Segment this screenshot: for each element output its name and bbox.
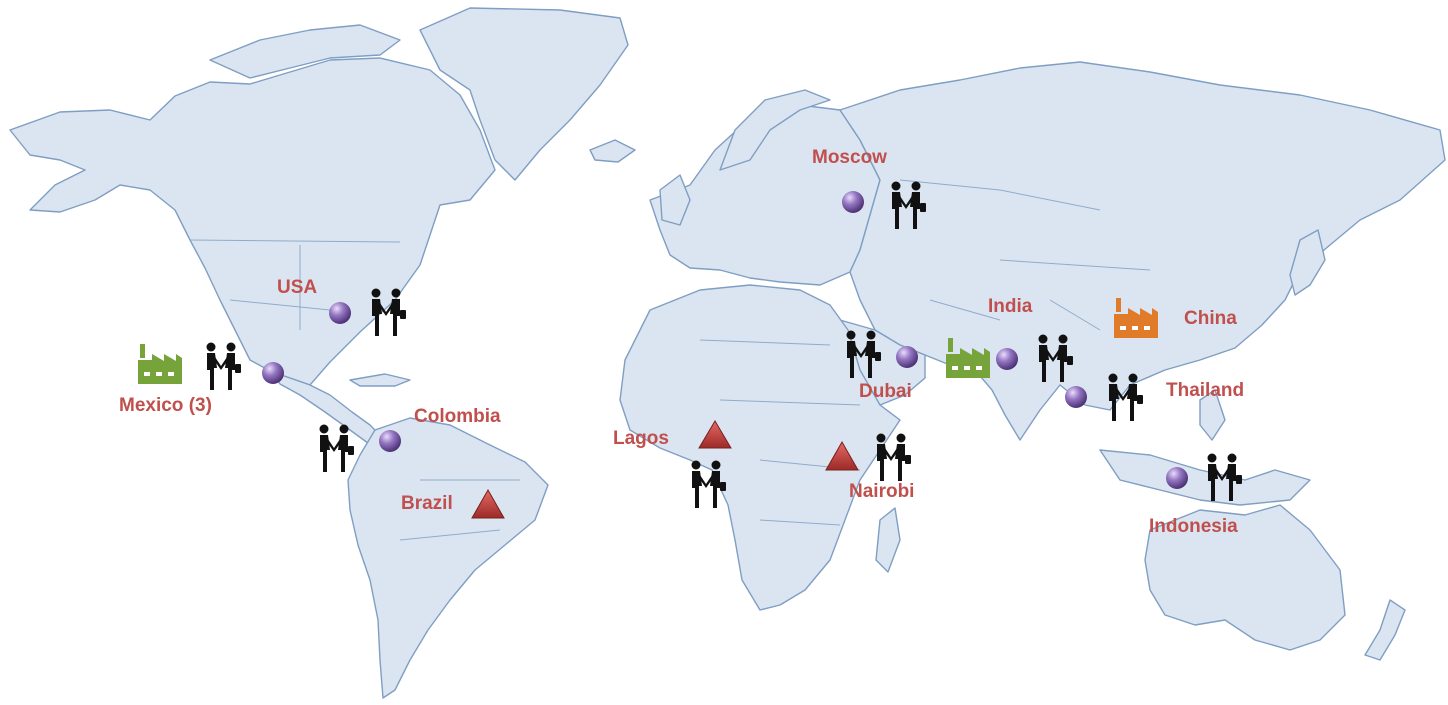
label-brazil: Brazil <box>401 493 453 514</box>
lagos-handshake-icon <box>691 460 726 508</box>
label-dubai: Dubai <box>859 381 912 402</box>
land-indonesia <box>1099 449 1311 506</box>
label-india: India <box>988 296 1033 317</box>
colombia-handshake-icon <box>319 424 354 472</box>
mexico-marker[interactable] <box>262 362 284 384</box>
land-north-america <box>9 57 496 386</box>
moscow-handshake-icon <box>891 181 926 229</box>
land-new-zealand <box>1364 599 1406 661</box>
land-africa <box>619 284 901 611</box>
land-asia <box>839 61 1446 441</box>
thailand-marker[interactable] <box>1065 386 1087 408</box>
mexico-factory-icon <box>138 344 182 384</box>
land-philippines <box>1199 389 1226 441</box>
label-thailand: Thailand <box>1166 380 1245 401</box>
label-mexico: Mexico (3) <box>119 395 212 416</box>
land-japan <box>1289 229 1326 296</box>
thailand-handshake-icon <box>1108 373 1143 421</box>
india-marker[interactable] <box>996 348 1018 370</box>
moscow-marker[interactable] <box>842 191 864 213</box>
indonesia-handshake-icon <box>1207 453 1242 501</box>
land-south-america <box>347 417 549 699</box>
land-caribbean <box>349 373 411 387</box>
border-lines <box>189 179 1151 541</box>
dubai-handshake-icon <box>846 330 881 378</box>
land-uk <box>659 174 691 226</box>
land-greenland <box>419 7 629 181</box>
usa-marker[interactable] <box>329 302 351 324</box>
usa-handshake-icon <box>371 288 406 336</box>
india-handshake-icon <box>1038 334 1073 382</box>
land-scandinavia <box>719 89 831 171</box>
land-australia <box>1144 504 1346 651</box>
brazil-marker[interactable] <box>471 488 505 519</box>
indonesia-marker[interactable] <box>1166 467 1188 489</box>
land-madagascar <box>875 507 901 573</box>
china-factory-icon <box>1114 298 1158 338</box>
nairobi-handshake-icon <box>876 433 911 481</box>
label-usa: USA <box>277 277 318 298</box>
dubai-marker[interactable] <box>896 346 918 368</box>
mexico-handshake-icon <box>206 342 241 390</box>
india-factory-icon <box>946 338 990 378</box>
label-colombia: Colombia <box>414 406 501 427</box>
colombia-marker[interactable] <box>379 430 401 452</box>
label-china: China <box>1184 308 1237 329</box>
land-arctic-islands <box>209 24 401 79</box>
label-indonesia: Indonesia <box>1149 516 1238 537</box>
label-lagos: Lagos <box>613 428 669 449</box>
land-iceland <box>589 139 636 163</box>
label-nairobi: Nairobi <box>849 481 915 502</box>
nairobi-marker[interactable] <box>825 440 859 471</box>
lagos-marker[interactable] <box>698 420 732 449</box>
label-moscow: Moscow <box>812 147 887 168</box>
